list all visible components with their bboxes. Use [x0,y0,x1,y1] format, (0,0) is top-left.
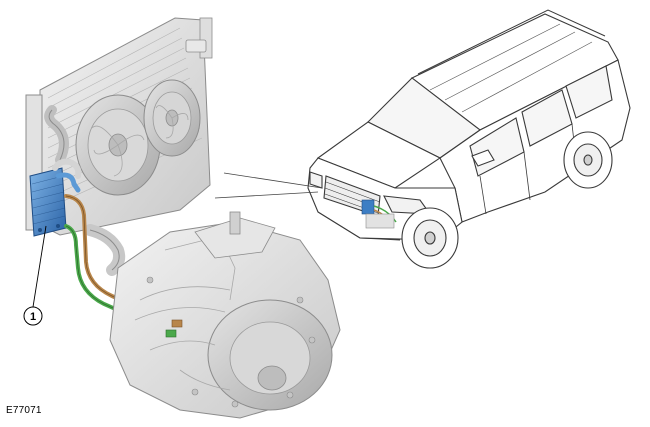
transmission-fluid-cooler [29,158,82,237]
callout-1: 1 [23,225,47,326]
feed-hose-green [64,224,174,336]
callout-1-label: 1 [30,311,36,323]
vehicle-cooler-location [361,199,397,229]
location-leader-lines [214,172,323,199]
figure-id-label: E77071 [6,405,42,416]
radiator-fan-assembly [25,17,213,276]
return-hose-brown [64,194,180,328]
vehicle-outline [307,9,631,269]
transmission-assembly [109,211,341,419]
